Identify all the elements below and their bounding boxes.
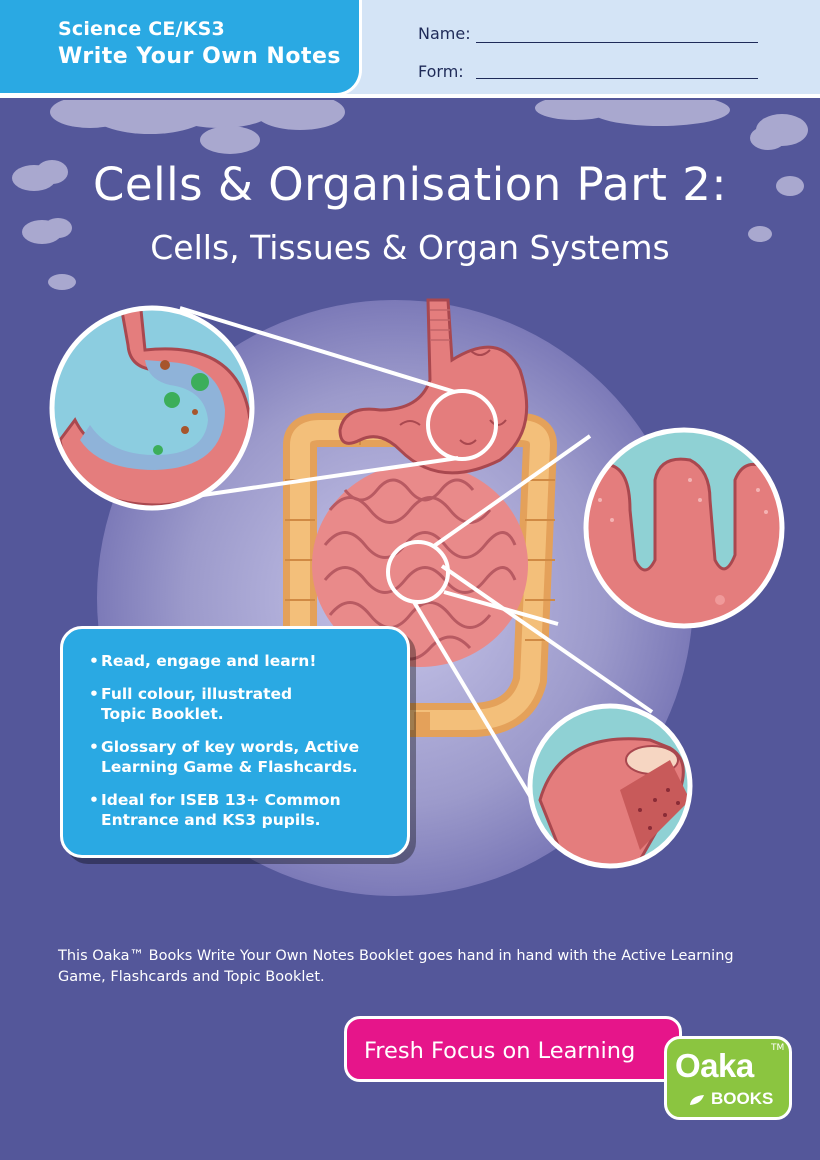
feature-text: Full colour, illustrated Topic Booklet. (101, 685, 293, 723)
feature-item: Read, engage and learn! (89, 651, 401, 671)
series-tab: Science CE/KS3 Write Your Own Notes (0, 0, 362, 96)
slogan-banner: Fresh Focus on Learning (344, 1016, 682, 1082)
feature-item: Full colour, illustrated Topic Booklet. (89, 684, 401, 724)
logo-subtext: BOOKS (711, 1089, 774, 1108)
oaka-books-logo: Oaka BOOKS TM (664, 1036, 792, 1120)
feature-item: Ideal for ISEB 13+ Common Entrance and K… (89, 790, 401, 830)
feature-text: Read, engage and learn! (101, 652, 317, 670)
digestive-system-illustration (12, 100, 808, 896)
header-bar: Science CE/KS3 Write Your Own Notes Name… (0, 0, 820, 98)
feature-text: Glossary of key words, Active Learning G… (101, 738, 360, 776)
form-label: Form: (418, 62, 464, 81)
page-title: Cells & Organisation Part 2: (92, 158, 727, 211)
cloud-decoration (12, 100, 808, 290)
features-callout: Read, engage and learn! Full colour, ill… (60, 626, 410, 858)
feature-item: Glossary of key words, Active Learning G… (89, 737, 401, 777)
feature-text: Ideal for ISEB 13+ Common Entrance and K… (101, 791, 341, 829)
logo-word: Oaka (675, 1047, 754, 1084)
series-label: Write Your Own Notes (58, 44, 341, 69)
subject-label: Science CE/KS3 (58, 18, 225, 40)
booklet-description: This Oaka™ Books Write Your Own Notes Bo… (58, 948, 734, 985)
name-field[interactable] (476, 42, 758, 43)
page-subtitle: Cells, Tissues & Organ Systems (150, 228, 670, 267)
name-label: Name: (418, 24, 471, 43)
leaf-icon (690, 1095, 704, 1105)
trademark-mark: TM (771, 1043, 785, 1053)
form-field[interactable] (476, 78, 758, 79)
